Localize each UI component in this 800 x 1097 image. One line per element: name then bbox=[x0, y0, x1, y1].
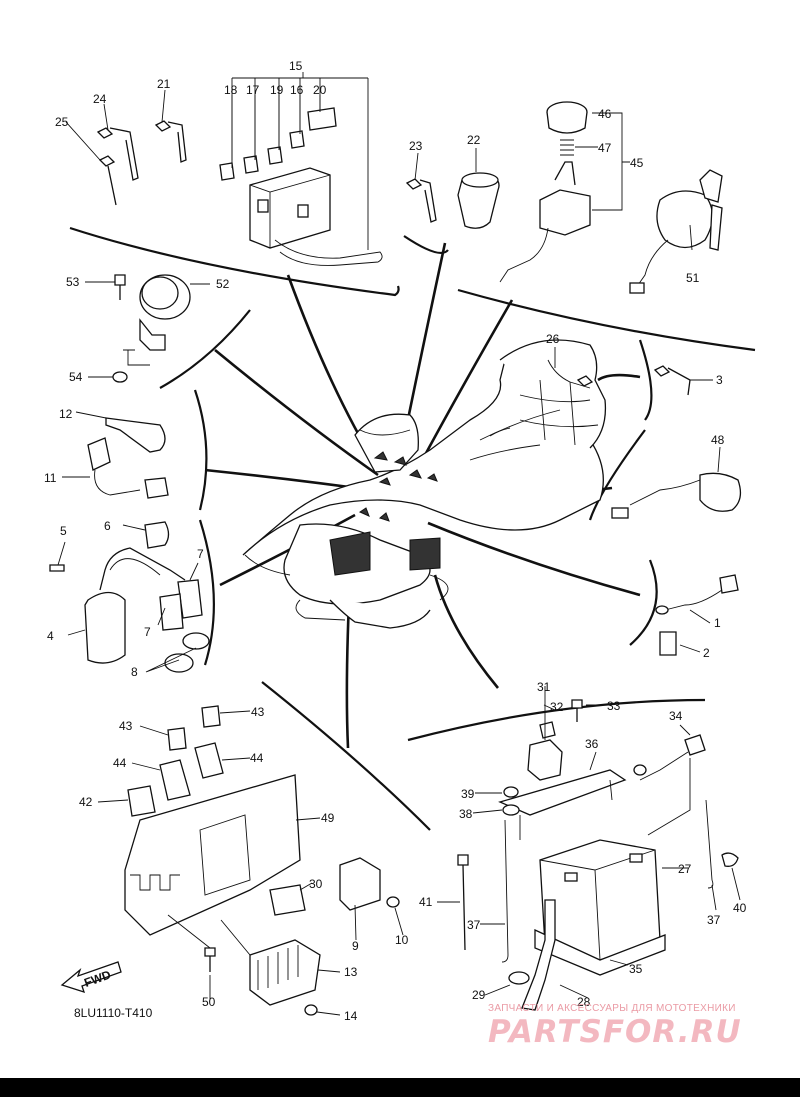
relay-22-group bbox=[405, 172, 500, 229]
part-number: 17 bbox=[246, 83, 260, 97]
part-number: 13 bbox=[344, 965, 358, 979]
part-number: 47 bbox=[598, 141, 612, 155]
part-number: 53 bbox=[66, 275, 80, 289]
part-number: 37 bbox=[467, 918, 481, 932]
relay-plate-group bbox=[124, 705, 400, 1016]
part-number: 7 bbox=[197, 547, 204, 561]
part-number: 50 bbox=[202, 995, 216, 1009]
part-number: 34 bbox=[669, 709, 683, 723]
part-number-labels: 1 2 3 4 5 6 7 7 8 9 10 11 12 13 14 15 16… bbox=[44, 59, 747, 1023]
part-number: 46 bbox=[598, 107, 612, 121]
snowmobile-body bbox=[242, 339, 607, 629]
part-number: 15 bbox=[289, 59, 303, 73]
part-number: 12 bbox=[59, 407, 73, 421]
part-number: 6 bbox=[104, 519, 111, 533]
group-borders bbox=[69, 226, 756, 831]
part-number: 22 bbox=[467, 133, 481, 147]
part-number: 1 bbox=[714, 616, 721, 630]
part-number: 44 bbox=[250, 751, 264, 765]
bottom-bar bbox=[0, 1078, 800, 1097]
diagram-code: 8LU1110-T410 bbox=[74, 1006, 153, 1020]
sensor-group bbox=[576, 365, 742, 656]
part-number: 49 bbox=[321, 811, 335, 825]
part-number: 2 bbox=[703, 646, 710, 660]
part-number: 52 bbox=[216, 277, 230, 291]
fuse-box-group bbox=[96, 107, 383, 266]
part-number: 48 bbox=[711, 433, 725, 447]
ignition-group bbox=[499, 101, 723, 294]
part-number: 10 bbox=[395, 933, 409, 947]
part-number: 32 bbox=[550, 700, 564, 714]
part-number: 43 bbox=[251, 705, 265, 719]
fwd-label: FWD bbox=[82, 967, 113, 990]
part-number: 38 bbox=[459, 807, 473, 821]
part-number: 18 bbox=[224, 83, 238, 97]
ignition-coil-group bbox=[49, 521, 210, 673]
part-number: 23 bbox=[409, 139, 423, 153]
callout-lines bbox=[57, 72, 741, 1016]
part-number: 43 bbox=[119, 719, 133, 733]
part-number: 51 bbox=[686, 271, 700, 285]
part-number: 21 bbox=[157, 77, 171, 91]
part-number: 33 bbox=[607, 699, 621, 713]
part-number: 24 bbox=[93, 92, 107, 106]
part-number: 11 bbox=[44, 471, 57, 485]
part-number: 20 bbox=[313, 83, 327, 97]
harness-11-group bbox=[87, 417, 169, 499]
part-number: 3 bbox=[716, 373, 723, 387]
part-number: 14 bbox=[344, 1009, 358, 1023]
part-number: 28 bbox=[577, 995, 591, 1009]
part-number: 37 bbox=[707, 913, 721, 927]
meter-group bbox=[112, 274, 191, 383]
part-number: 9 bbox=[352, 939, 359, 953]
fwd-arrow-icon: FWD bbox=[60, 961, 122, 994]
part-number: 25 bbox=[55, 115, 69, 129]
watermark-subtitle: ЗАПЧАСТИ И АКСЕССУАРЫ ДЛЯ МОТОТЕХНИКИ bbox=[488, 1003, 736, 1014]
part-number: 36 bbox=[585, 737, 599, 751]
part-number: 30 bbox=[309, 877, 323, 891]
part-number: 29 bbox=[472, 988, 486, 1002]
part-number: 39 bbox=[461, 787, 475, 801]
part-number: 45 bbox=[630, 156, 644, 170]
watermark-logo: PARTSFOR.RU bbox=[488, 1014, 742, 1050]
part-number: 40 bbox=[733, 901, 747, 915]
part-number: 16 bbox=[290, 83, 304, 97]
part-number: 4 bbox=[47, 629, 54, 643]
part-number: 19 bbox=[270, 83, 284, 97]
part-number: 41 bbox=[419, 895, 433, 909]
part-number: 31 bbox=[537, 680, 551, 694]
battery-group bbox=[457, 699, 739, 1011]
part-number: 42 bbox=[79, 795, 93, 809]
part-number: 44 bbox=[113, 756, 127, 770]
part-number: 54 bbox=[69, 370, 83, 384]
part-number: 5 bbox=[60, 524, 67, 538]
part-number: 26 bbox=[546, 332, 560, 346]
part-number: 8 bbox=[131, 665, 138, 679]
part-number: 7 bbox=[144, 625, 151, 639]
part-number: 35 bbox=[629, 962, 643, 976]
part-number: 27 bbox=[678, 862, 692, 876]
